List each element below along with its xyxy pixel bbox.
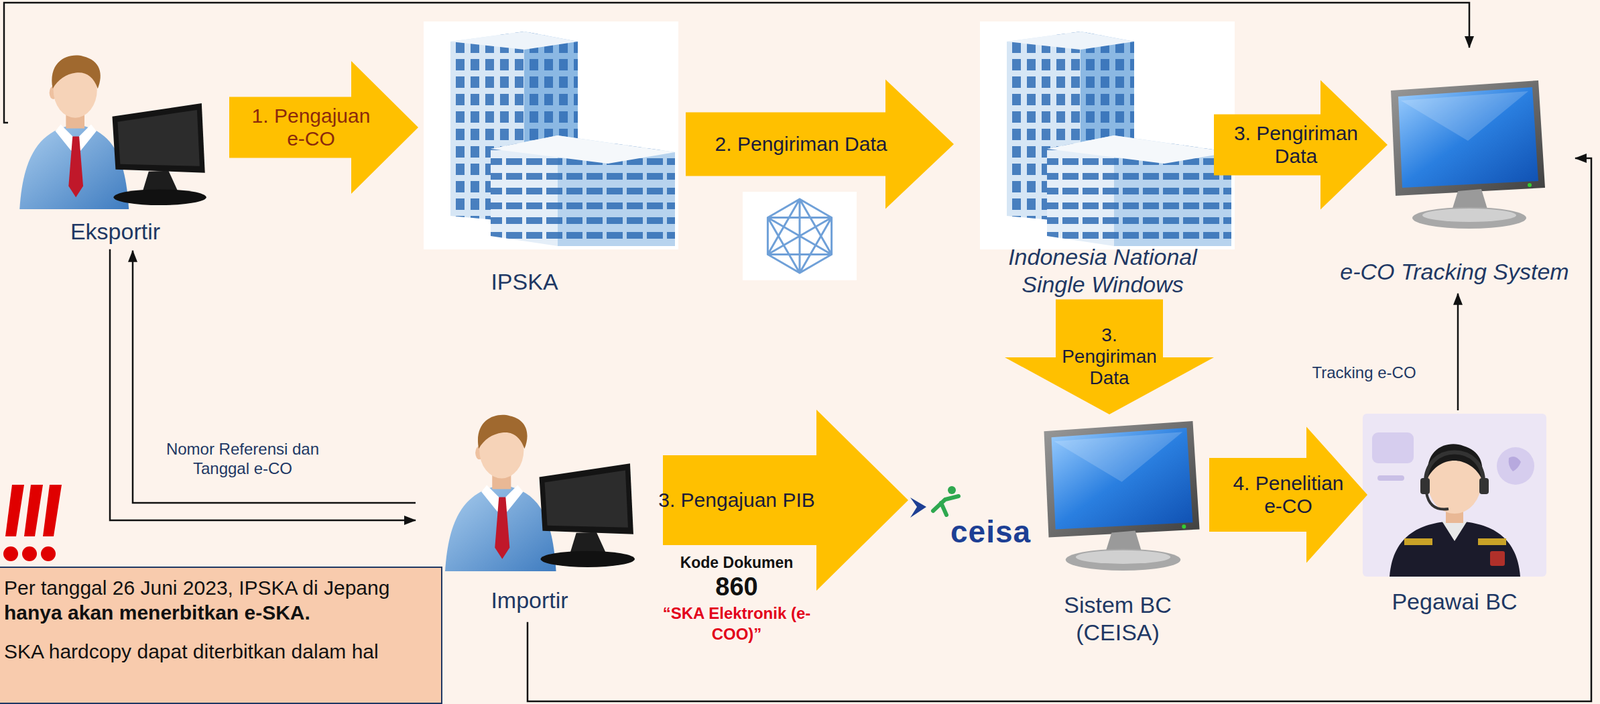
connector-line — [527, 158, 1592, 702]
tracking-node: e-CO Tracking System — [1333, 50, 1576, 286]
ceisa-logo-text: ceisa — [950, 513, 1031, 550]
line-label: Nomor Referensi dan Tanggal e-CO — [135, 438, 350, 480]
block-arrow — [1213, 80, 1388, 210]
ceisa-node: Sistem BC (CEISA) — [1025, 415, 1210, 647]
warning-mark — [3, 484, 62, 562]
node-label: IPSKA — [395, 268, 654, 296]
insw-building — [979, 21, 1235, 250]
connector-line — [132, 250, 416, 503]
exporter-figure — [19, 54, 206, 210]
node-label: Importir — [415, 586, 644, 614]
officer-node: Pegawai BC — [1360, 410, 1549, 616]
exporter-node: Eksportir — [8, 46, 223, 246]
importer-node: Importir — [415, 402, 644, 614]
ceisa-monitor — [1043, 420, 1200, 571]
icon-space — [985, 16, 1220, 244]
ipska-node: IPSKA — [395, 16, 654, 296]
arrow-label: 1. Pengajuan e-CO — [243, 104, 379, 151]
icon-space — [1025, 415, 1210, 592]
arrow-label: 3. Pengiriman Data — [1223, 121, 1369, 169]
officer-picture — [1362, 413, 1547, 577]
icon-space — [8, 46, 223, 218]
node-label: Eksportir — [8, 217, 223, 246]
node-label: e-CO Tracking System — [1333, 258, 1576, 286]
arrow-label: 3. Pengajuan PIB — [649, 488, 824, 513]
insw-node: Indonesia National Single Windows — [985, 16, 1220, 299]
code-caption: Kode Dokumen — [656, 553, 818, 572]
ipska-building — [423, 21, 679, 250]
network-icon — [742, 191, 857, 281]
arrow-label: 4. Penelitian e-CO — [1221, 471, 1356, 519]
node-label: Pegawai BC — [1360, 587, 1549, 616]
note-text: SKA hardcopy dapat diterbitkan dalam hal — [4, 639, 432, 665]
tracking-monitor — [1390, 80, 1546, 229]
icon-space — [1333, 50, 1576, 259]
note-text: hanya akan menerbitkan e-SKA. — [4, 600, 432, 626]
icon-space — [415, 402, 644, 587]
connector-line — [109, 249, 416, 521]
block-arrow — [229, 60, 419, 194]
ceisa-logo-mark — [910, 485, 959, 518]
node-label: Sistem BC (CEISA) — [1025, 591, 1210, 647]
connector-line — [4, 2, 1470, 123]
note-box: Per tanggal 26 Juni 2023, IPSKA di Jepan… — [0, 566, 443, 704]
code-name: “SKA Elektronik (e-COO)” — [656, 602, 818, 645]
document-code-group: Kode Dokumen860“SKA Elektronik (e-COO)” — [656, 553, 818, 645]
connector-line — [1457, 293, 1460, 411]
code-number: 860 — [656, 571, 818, 603]
icon-space — [1360, 410, 1549, 588]
importer-figure — [445, 414, 635, 572]
arrow-label: 3. Pengiriman Data — [1054, 324, 1165, 390]
note-text: Per tanggal 26 Juni 2023, IPSKA di Jepan… — [4, 575, 432, 601]
line-label: Tracking e-CO — [1297, 361, 1432, 385]
node-label: Indonesia National Single Windows — [985, 243, 1220, 299]
block-arrow — [1004, 299, 1214, 415]
arrow-label: 2. Pengiriman Data — [693, 132, 909, 157]
block-arrow — [1209, 426, 1368, 564]
icon-space — [395, 16, 654, 269]
block-arrow — [685, 79, 954, 210]
